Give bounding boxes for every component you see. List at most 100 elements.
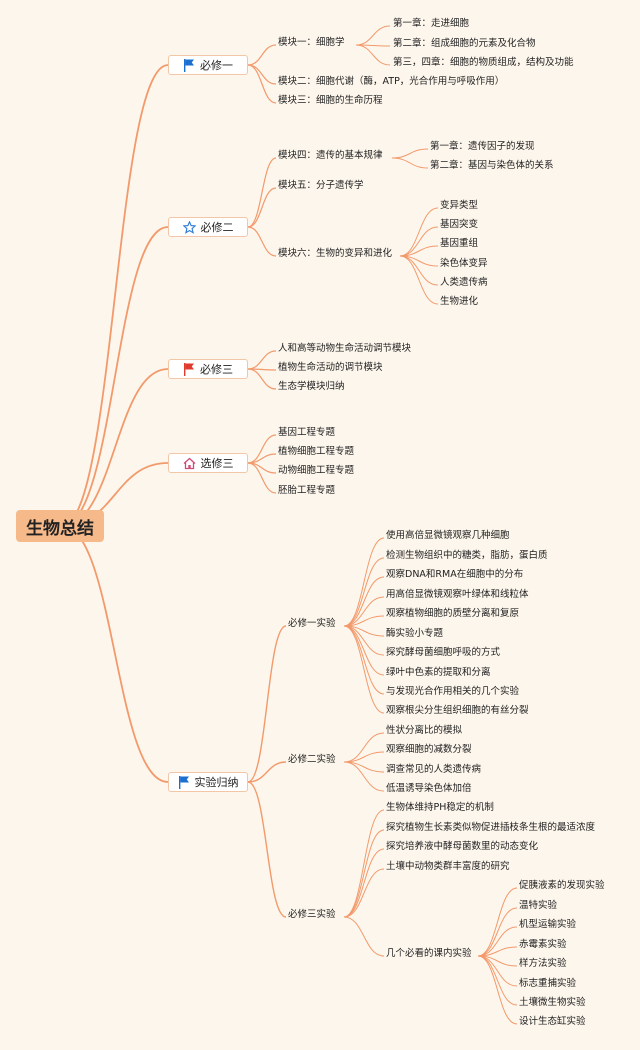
- connector-line: [61, 64, 169, 527]
- connector-line: [477, 955, 518, 1006]
- blue-flag-icon: [184, 58, 194, 72]
- branch-label: 必修二: [200, 221, 234, 234]
- topic-experiment[interactable]: 观察根尖分生组织细胞的有丝分裂: [386, 705, 529, 716]
- connector-line: [247, 350, 277, 370]
- topic-experiment[interactable]: 观察植物细胞的质壁分离和复原: [386, 608, 520, 619]
- topic-experiment[interactable]: 与发现光合作用相关的几个实验: [386, 686, 520, 697]
- topic-leaf[interactable]: 基因重组: [440, 238, 479, 249]
- topic-leaf[interactable]: 赤霉素实验: [519, 939, 567, 950]
- connector-line: [343, 537, 385, 627]
- topic-leaf[interactable]: 生态学模块归纳: [278, 381, 345, 392]
- branch-xuanxiu-3[interactable]: 选修三: [168, 453, 248, 473]
- connector-line: [343, 615, 385, 627]
- connector-line: [343, 557, 385, 627]
- topic-leaf[interactable]: 促胰液素的发现实验: [519, 880, 605, 891]
- topic-leaf[interactable]: 机型运输实验: [519, 919, 577, 930]
- connector-line: [247, 226, 277, 257]
- branch-bixiu-1[interactable]: 必修一: [168, 55, 248, 75]
- topic-experiment[interactable]: 探究培养液中酵母菌数里的动态变化: [386, 841, 539, 852]
- connector-line: [391, 157, 429, 169]
- topic-leaf[interactable]: 植物生命活动的调节模块: [278, 362, 383, 373]
- connector-line: [247, 761, 287, 783]
- branch-bixiu-3[interactable]: 必修三: [168, 359, 248, 379]
- topic-experiment-group[interactable]: 必修一实验: [288, 618, 336, 629]
- topic-experiment[interactable]: 调查常见的人类遗传病: [386, 764, 482, 775]
- topic-experiment[interactable]: 检测生物组织中的糖类，脂肪，蛋白质: [386, 550, 548, 561]
- topic-experiment[interactable]: 观察DNA和RMA在细胞中的分布: [386, 569, 524, 580]
- topic-experiment[interactable]: 使用高倍显微镜观察几种细胞: [386, 530, 510, 541]
- connector-line: [247, 625, 287, 783]
- connector-line: [61, 368, 169, 527]
- topic-leaf[interactable]: 样方法实验: [519, 958, 567, 969]
- connector-line: [477, 946, 518, 957]
- connector-line: [343, 868, 385, 918]
- topic-leaf[interactable]: 人和高等动物生命活动调节模块: [278, 343, 412, 354]
- topic-experiment[interactable]: 用高倍显微镜观察叶绿体和线粒体: [386, 589, 529, 600]
- house-icon: [183, 457, 195, 469]
- topic-leaf[interactable]: 生物进化: [440, 296, 479, 307]
- topic-experiment[interactable]: 土壤中动物类群丰富度的研究: [386, 861, 510, 872]
- topic-leaf[interactable]: 变异类型: [440, 200, 479, 211]
- topic-leaf[interactable]: 人类遗传病: [440, 277, 488, 288]
- topic-module-4[interactable]: 模块四：遗传的基本规律: [278, 150, 383, 161]
- topic-experiment[interactable]: 性状分离比的模拟: [386, 725, 463, 736]
- connector-line: [247, 781, 287, 918]
- topic-leaf[interactable]: 染色体变异: [440, 258, 488, 269]
- connector-line: [343, 576, 385, 627]
- topic-experiment[interactable]: 探究酵母菌细胞呼吸的方式: [386, 647, 501, 658]
- topic-experiment[interactable]: 酶实验小专题: [386, 628, 444, 639]
- branch-label: 必修一: [200, 59, 233, 72]
- connector-line: [343, 751, 385, 763]
- topic-experiment[interactable]: 低温诱导染色体加倍: [386, 783, 472, 794]
- connector-line: [343, 596, 385, 627]
- topic-experiment[interactable]: 生物体维持PH稳定的机制: [386, 802, 494, 813]
- topic-leaf[interactable]: 土壤微生物实验: [519, 997, 586, 1008]
- connector-line: [477, 955, 518, 1025]
- topic-leaf[interactable]: 植物细胞工程专题: [278, 446, 355, 457]
- topic-chapter[interactable]: 第三，四章：细胞的物质组成，结构及功能: [393, 57, 574, 68]
- connector-line: [477, 926, 518, 957]
- connector-line: [247, 368, 277, 390]
- topic-chapter[interactable]: 第二章：组成细胞的元素及化合物: [393, 38, 536, 49]
- topic-leaf[interactable]: 基因工程专题: [278, 427, 336, 438]
- connector-line: [247, 462, 277, 494]
- connector-line: [343, 732, 385, 763]
- blue-flag-icon: [178, 775, 189, 789]
- connector-line: [399, 207, 439, 257]
- topic-leaf[interactable]: 标志重捕实验: [519, 978, 577, 989]
- connector-line: [247, 157, 277, 228]
- topic-experiment-group[interactable]: 必修二实验: [288, 754, 336, 765]
- connector-line: [477, 887, 518, 957]
- topic-chapter[interactable]: 第一章：走进细胞: [393, 18, 470, 29]
- topic-leaf[interactable]: 基因突变: [440, 219, 479, 230]
- topic-module-5[interactable]: 模块五：分子遗传学: [278, 180, 364, 191]
- connector-line: [477, 907, 518, 957]
- topic-experiment-group[interactable]: 必修三实验: [288, 909, 336, 920]
- connector-line: [399, 255, 439, 305]
- branch-label: 选修三: [200, 457, 234, 470]
- topic-chapter[interactable]: 第一章：遗传因子的发现: [430, 141, 535, 152]
- topic-leaf[interactable]: 设计生态缸实验: [519, 1016, 586, 1027]
- topic-leaf[interactable]: 动物细胞工程专题: [278, 465, 355, 476]
- root-topic[interactable]: 生物总结: [16, 510, 104, 542]
- connector-line: [343, 916, 385, 957]
- connector-line: [391, 148, 429, 159]
- branch-bixiu-2[interactable]: 必修二: [168, 217, 248, 237]
- topic-leaf[interactable]: 温特实验: [519, 900, 558, 911]
- topic-chapter[interactable]: 第二章：基因与染色体的关系: [430, 160, 554, 171]
- topic-module-1[interactable]: 模块一：细胞学: [278, 37, 345, 48]
- topic-module-2[interactable]: 模块二：细胞代谢（酶，ATP，光合作用与呼吸作用）: [278, 76, 505, 87]
- connector-line: [61, 226, 169, 527]
- topic-experiment[interactable]: 探究植物生长素类似物促进插枝条生根的最适浓度: [386, 822, 596, 833]
- topic-experiment[interactable]: 观察细胞的减数分裂: [386, 744, 472, 755]
- branch-experiments[interactable]: 实验归纳: [168, 772, 248, 792]
- connector-line: [399, 226, 439, 257]
- topic-module-6[interactable]: 模块六：生物的变异和进化: [278, 248, 393, 259]
- connector-line: [399, 245, 439, 257]
- connector-line: [343, 761, 385, 792]
- topic-experiment-subgroup[interactable]: 几个必看的课内实验: [386, 948, 472, 959]
- topic-experiment[interactable]: 绿叶中色素的提取和分离: [386, 667, 491, 678]
- topic-leaf[interactable]: 胚胎工程专题: [278, 485, 336, 496]
- topic-module-3[interactable]: 模块三：细胞的生命历程: [278, 95, 383, 106]
